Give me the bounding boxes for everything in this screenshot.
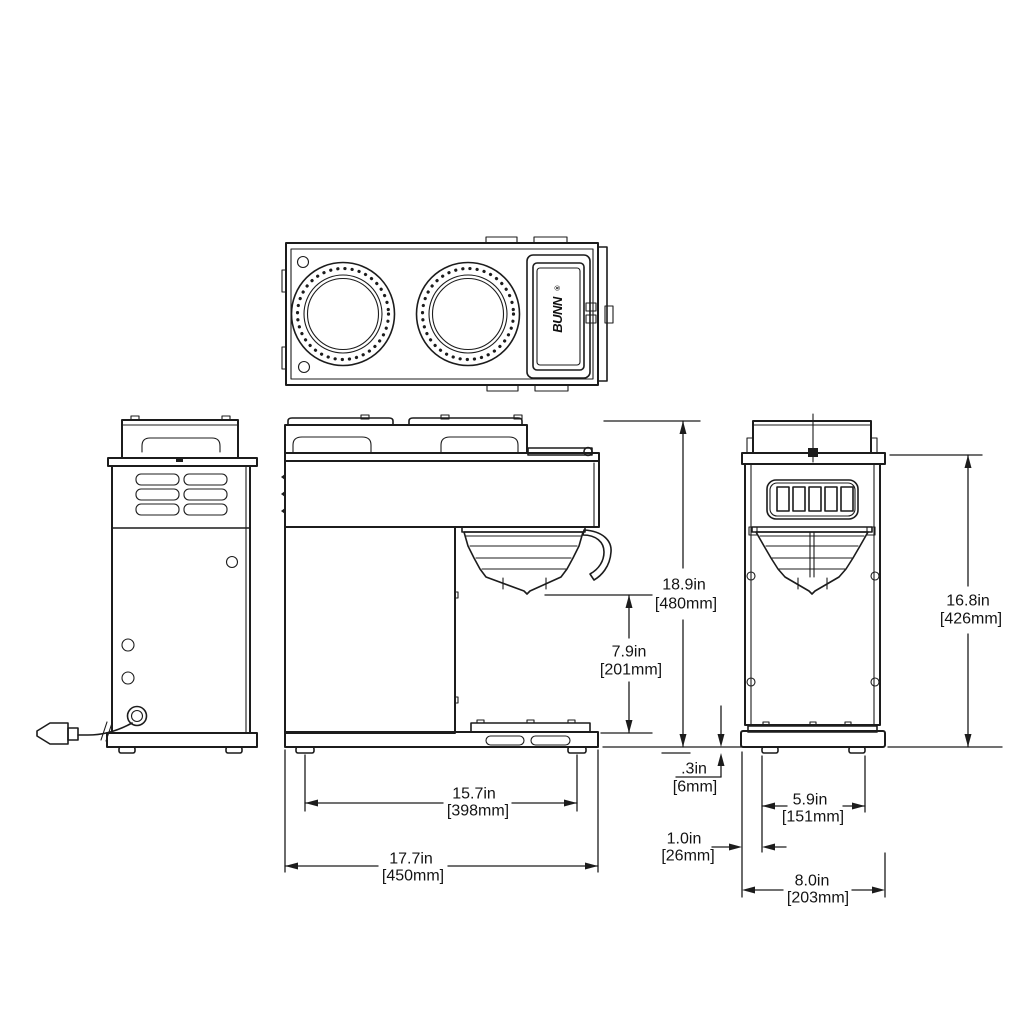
- deck-slot: [292, 436, 372, 454]
- profile-brew-head: [527, 446, 593, 457]
- power-cord: [36, 705, 148, 745]
- screw: [870, 677, 880, 687]
- slide-lid-knob: [583, 446, 593, 457]
- foot: [118, 746, 136, 754]
- switch-slot: [792, 486, 806, 512]
- power-plug: [36, 722, 69, 745]
- dim-text: 1.0in: [667, 831, 702, 848]
- dim-text: 17.7in: [389, 851, 433, 868]
- foot: [848, 746, 866, 754]
- vent-louvers: [135, 473, 228, 516]
- dim-overall-height: 18.9in [480mm]: [602, 420, 745, 748]
- top-view-right-rail: [597, 246, 608, 382]
- profile-top-body: [281, 452, 600, 528]
- profile-tower: [284, 526, 459, 734]
- brew-head-lid: BUNN ®: [526, 254, 597, 379]
- side-hole: [121, 638, 135, 652]
- switch-slot: [824, 486, 838, 512]
- dim-overall-width: 8.0in [203mm]: [742, 852, 886, 907]
- plug-neck: [67, 727, 79, 741]
- drip-tray-grate: [470, 722, 591, 733]
- dim-foot-spacing-depth: 15.7in [398mm]: [304, 754, 578, 820]
- drip-tray-slot: [485, 735, 525, 746]
- dim-text: 5.9in: [793, 792, 828, 809]
- screw: [746, 571, 756, 581]
- front-lid: [746, 413, 878, 463]
- dim-text: [151mm]: [782, 809, 844, 826]
- foot: [295, 746, 315, 754]
- dim-foot-inset: 1.0in [26mm]: [661, 751, 787, 898]
- dim-text: .3in: [681, 761, 707, 778]
- dim-text: [201mm]: [600, 662, 662, 679]
- dim-text: 7.9in: [612, 644, 647, 661]
- front-body: [744, 463, 881, 726]
- dim-text: 15.7in: [452, 786, 496, 803]
- left-view-lid: [121, 415, 239, 459]
- profile-view: [281, 414, 612, 754]
- top-view-latch-tab: [604, 305, 614, 324]
- bunn-logo-text: BUNN: [550, 296, 565, 333]
- dim-front-height: 16.8in [426mm]: [887, 454, 1003, 748]
- lid-handle-bump: [141, 437, 221, 453]
- front-view: [740, 413, 886, 754]
- deck-slot: [440, 436, 519, 454]
- warmer-vent-dots: [420, 266, 516, 362]
- dim-foot-spacing-width: 5.9in [151mm]: [761, 755, 866, 853]
- lid-latch: [585, 302, 597, 312]
- registered-mark: ®: [554, 285, 562, 291]
- dim-overall-depth: 17.7in [450mm]: [284, 749, 599, 885]
- dim-text: 18.9in: [662, 577, 706, 594]
- dim-funnel-clearance: 7.9in [201mm]: [544, 594, 662, 734]
- screw: [870, 571, 880, 581]
- dim-text: 8.0in: [795, 873, 830, 890]
- top-view-chassis: [281, 236, 614, 392]
- front-funnel: [748, 526, 876, 595]
- warmer-plate-left: [290, 261, 396, 367]
- profile-base: [284, 719, 599, 754]
- switch-slot: [808, 486, 822, 512]
- dim-text: [426mm]: [940, 611, 1002, 628]
- switch-slot: [840, 486, 854, 512]
- dim-text: [450mm]: [382, 868, 444, 885]
- dim-text: 16.8in: [946, 593, 990, 610]
- dim-text: [398mm]: [447, 803, 509, 820]
- dim-text: [6mm]: [673, 779, 717, 796]
- foot: [567, 746, 587, 754]
- switch-panel: [766, 479, 859, 520]
- foot: [761, 746, 779, 754]
- dim-text: [480mm]: [655, 596, 717, 613]
- lid-latch: [585, 314, 597, 324]
- mounting-hole-top: [296, 255, 310, 269]
- funnel-handle: [582, 529, 612, 581]
- warmer-bump: [287, 417, 394, 426]
- left-side-view: [36, 415, 258, 754]
- warmer-plate-right: [415, 261, 521, 367]
- left-view-base: [106, 732, 258, 754]
- front-base: [740, 721, 886, 754]
- screw: [746, 677, 756, 687]
- profile-warmer-deck: [284, 414, 528, 454]
- side-hole: [121, 671, 135, 685]
- warmer-vent-dots: [295, 266, 391, 362]
- warmer-bump: [408, 417, 523, 426]
- cord-grommet: [126, 705, 148, 727]
- profile-funnel: [461, 526, 612, 595]
- foot: [225, 746, 243, 754]
- dim-text: [26mm]: [661, 848, 714, 865]
- dim-foot-height: .3in [6mm]: [661, 705, 725, 796]
- top-view: BUNN ®: [281, 236, 614, 392]
- left-view-body: [111, 465, 251, 734]
- mounting-hole-bottom: [297, 360, 311, 374]
- drip-tray-slot: [530, 735, 571, 746]
- switch-slot: [776, 486, 790, 512]
- side-hole: [225, 555, 239, 569]
- dim-text: [203mm]: [787, 890, 849, 907]
